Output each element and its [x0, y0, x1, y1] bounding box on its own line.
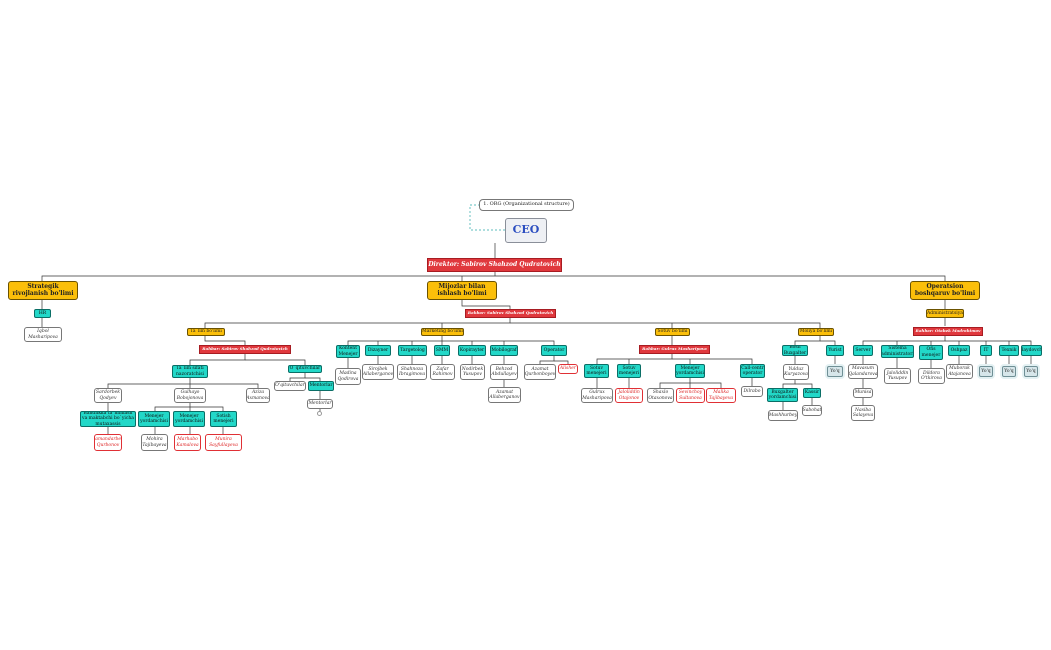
edu-quality-node[interactable]: Ta`lim sifati nazoratchisi: [172, 365, 208, 378]
hr-person-node[interactable]: Iqbol Mashariрova: [24, 327, 62, 342]
operations-dept-node[interactable]: Operatsion boshqaruv bo'limi: [910, 281, 980, 300]
person-sardorbek[interactable]: Sardorbek Qodyev: [94, 388, 122, 403]
person-mohira[interactable]: Mohira Tajibayeva: [141, 434, 168, 451]
sales-person-5[interactable]: Dilrabo: [741, 386, 763, 397]
cashier-node[interactable]: Kassir: [803, 388, 821, 398]
mk-person-2[interactable]: Shahnoza Ibragimova: [397, 364, 427, 380]
ops-empty-2[interactable]: Yo'q: [1024, 366, 1038, 377]
fin-person-2[interactable]: Mashhurbey: [768, 410, 798, 421]
ops-person-5[interactable]: Nasiba Salayeva: [851, 405, 875, 421]
teachers-list-node[interactable]: O'qituvchilar: [274, 381, 306, 391]
mk-role-3[interactable]: SMM: [434, 345, 450, 356]
sales-person-4[interactable]: Malika Tajibayeva: [706, 388, 736, 403]
finance-dept-node[interactable]: Moliya bo'limi: [798, 328, 834, 336]
sales-person-2[interactable]: Shaxlo Otaxonova: [647, 388, 674, 403]
manager-assistant-2-node[interactable]: Menejer yordamchisi: [173, 411, 205, 427]
ops-role-2[interactable]: Ofis menejer: [919, 345, 943, 360]
hr-node[interactable]: HR: [34, 309, 51, 318]
marketing-dept-node[interactable]: Marketing bo'limi: [421, 328, 464, 336]
org-structure-note: 1. ORG (Organizational structure): [479, 199, 574, 211]
chief-accountant-node[interactable]: Bosh Buxgalter: [782, 345, 808, 356]
sales-role-3[interactable]: Call-centr operator: [740, 364, 765, 378]
ops-person-4[interactable]: Munisa: [853, 388, 873, 398]
mk-person-extra-0[interactable]: Azamat Allaberganov: [488, 387, 521, 403]
ops-role-1[interactable]: Sistema administratori: [881, 345, 914, 358]
ops-person-1[interactable]: Jaloliddin Yusupov: [884, 368, 911, 384]
sales-person-0[interactable]: Gulrux Masharipova: [581, 388, 613, 403]
lawyer-empty-node[interactable]: Yo'q: [827, 366, 843, 377]
ops-role-0[interactable]: Server: [853, 345, 873, 356]
ops-person-3[interactable]: Muborak Atajanova: [946, 364, 973, 379]
sales-person-3[interactable]: Sevinchoy Sultanova: [676, 388, 705, 403]
mk-person-5[interactable]: Behzod Abdullayev: [490, 364, 518, 380]
ops-role-4[interactable]: IT: [980, 345, 992, 356]
operations-leader-node[interactable]: Rahbar: Otabek Madrahimov: [913, 327, 983, 336]
mk-person-red[interactable]: Alisher: [558, 364, 578, 374]
education-dept-node[interactable]: Ta`lim bo'limi: [187, 328, 225, 336]
mk-person-6[interactable]: Azamat Qurbonboyev: [524, 364, 556, 380]
accountant-assistant-node[interactable]: Buxgalter yordamchisi: [767, 388, 798, 402]
ops-person-0[interactable]: Mavasum Qalandarova: [848, 364, 878, 379]
client-dept-node[interactable]: Mijozlar bilan ishlash bo'limi: [427, 281, 497, 300]
person-gulhayo[interactable]: Gulhayo Bobojonova: [174, 388, 206, 403]
mentors-person-node[interactable]: Mentorlar: [307, 399, 333, 409]
mk-person-1[interactable]: Sirojbek Allaberganov: [362, 364, 394, 380]
sales-leader-node[interactable]: Rahbar: Gulrux Masharipova: [639, 345, 710, 354]
teachers-node[interactable]: O`qituvchilar: [288, 365, 322, 373]
administration-node[interactable]: Administratsiya: [926, 309, 964, 318]
ops-role-3[interactable]: Oshpaz: [948, 345, 970, 356]
ops-role-6[interactable]: Haydovchi: [1021, 345, 1042, 356]
ops-person-2[interactable]: Dildora O'tkirova: [918, 368, 945, 384]
ops-empty-0[interactable]: Yo'q: [979, 366, 993, 377]
person-aziza[interactable]: Aziza Axmanova: [246, 388, 270, 403]
fin-person-1[interactable]: Sabohat: [802, 405, 822, 416]
sales-dept-node[interactable]: Sotuv bo'limi: [655, 328, 690, 336]
ops-role-5[interactable]: Texnik: [999, 345, 1019, 356]
strategic-dept-node[interactable]: Strategik rivojlanish bo'limi: [8, 281, 78, 300]
person-munira[interactable]: Munira Sayfullayeva: [205, 434, 242, 451]
mk-role-0[interactable]: Kontent Menejer: [336, 345, 360, 358]
mk-role-1[interactable]: Dizayner: [365, 345, 391, 356]
mk-person-0[interactable]: Madina Qodirova: [335, 368, 361, 385]
ceo-root-node[interactable]: CEO: [505, 218, 547, 243]
sales-role-2[interactable]: Menejer yordamchisi: [675, 364, 705, 378]
mk-role-6[interactable]: Operator: [541, 345, 567, 356]
fin-person-0[interactable]: Yulduz Kuryazova: [783, 364, 809, 380]
sales-role-0[interactable]: Sotuv menejeri: [584, 364, 609, 378]
education-leader-node[interactable]: Rahbar: Sabirov Shahzod Qudratovich: [199, 345, 291, 354]
mentors-node[interactable]: Mentorlar: [308, 381, 334, 391]
person-samandarbek[interactable]: Samandarbek Qurbonov: [94, 434, 122, 451]
lawyer-node[interactable]: Yurist: [826, 345, 844, 356]
director-node[interactable]: Direktor: Sabirov Shahzod Qudratovich: [427, 258, 562, 272]
mk-person-4[interactable]: Nodirbek Yusupov: [460, 364, 485, 380]
employment-specialist-node[interactable]: Bandlikka ta`minlash va maktabchi bo`yic…: [80, 411, 136, 427]
client-leader-node[interactable]: Rahbar: Sabirov Shahzod Qudratovich: [465, 309, 556, 318]
ops-empty-1[interactable]: Yo'q: [1002, 366, 1016, 377]
mk-role-5[interactable]: Mobilograf: [490, 345, 518, 356]
mk-role-2[interactable]: Targetolog: [398, 345, 427, 356]
person-marhabo[interactable]: Marhabo Kamalova: [174, 434, 201, 451]
mk-person-3[interactable]: Zafar Rahimov: [430, 364, 455, 380]
mk-role-4[interactable]: Kopirayter: [458, 345, 486, 356]
sales-role-1[interactable]: Sotuv menejeri: [617, 364, 641, 378]
collapse-toggle-icon[interactable]: [317, 411, 322, 416]
sales-person-1[interactable]: Jaloliddin Otajonov: [615, 388, 643, 403]
sales-manager-edu-node[interactable]: Sotish menejeri: [210, 411, 237, 427]
manager-assistant-1-node[interactable]: Menejer yordamchisi: [138, 411, 170, 427]
